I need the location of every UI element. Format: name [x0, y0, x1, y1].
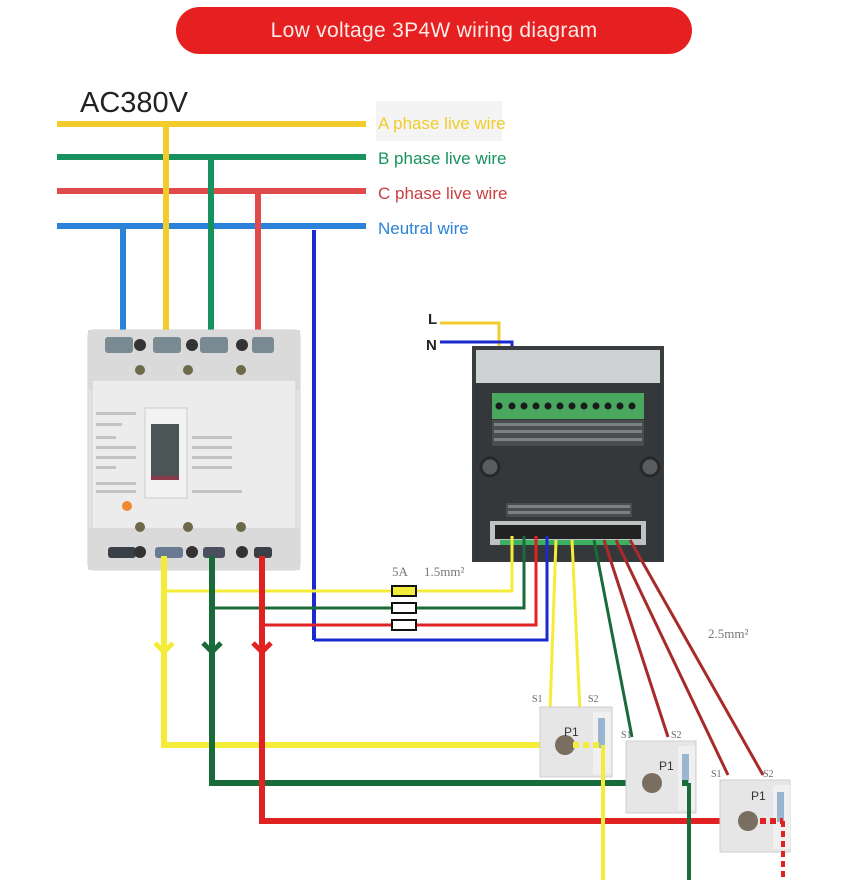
wire-label-c: C phase live wire	[378, 184, 507, 203]
terminal-top-n	[105, 337, 133, 353]
terminal-bottom-c	[254, 547, 272, 558]
load-outputs	[573, 742, 785, 880]
current-lead-gauge-label: 2.5mm²	[708, 626, 748, 641]
breaker-indicator	[122, 501, 132, 511]
fuse-rating-label: 5A	[392, 564, 409, 579]
voltage-leads	[164, 536, 549, 642]
current-transformer-c: P1 S1 S2	[711, 769, 791, 853]
terminal-top-c	[252, 337, 274, 353]
fuse-b	[391, 602, 417, 614]
breaker-output-lines	[153, 556, 760, 824]
label-highlight	[376, 101, 502, 141]
ct-a-s2-label: S2	[588, 694, 599, 705]
mount-screw-right	[639, 456, 661, 478]
terminal-bottom-a	[155, 547, 183, 558]
arrow-a-icon	[153, 641, 175, 656]
ct-b-primary-label: P1	[659, 759, 674, 773]
terminal-top-a	[153, 337, 181, 353]
terminal-top-b	[200, 337, 228, 353]
wire-label-a: A phase live wire	[378, 114, 506, 133]
wire-label-n: Neutral wire	[378, 219, 469, 238]
current-leads	[548, 539, 765, 776]
ct-c-primary-label: P1	[751, 789, 766, 803]
arrow-c-icon	[251, 641, 273, 656]
ct-a-s1-label: S1	[532, 694, 543, 705]
ct-c-s1-label: S1	[711, 769, 722, 780]
aux-neutral-label: N	[426, 337, 437, 354]
wire-label-b: B phase live wire	[378, 149, 507, 168]
breaker-toggle	[151, 424, 179, 480]
fuses	[391, 585, 417, 631]
aux-live-label: L	[428, 311, 437, 328]
supply-voltage-label: AC380V	[80, 87, 189, 119]
terminal-bottom-b	[203, 547, 225, 558]
ct-a-primary-label: P1	[564, 725, 579, 739]
current-transformer-a: P1 S1 S2	[532, 694, 613, 778]
arrow-b-icon	[201, 641, 223, 656]
diagram-title: Low voltage 3P4W wiring diagram	[176, 7, 692, 54]
fuse-a	[391, 585, 417, 597]
ct-b-s1-label: S1	[621, 730, 632, 741]
fuse-c	[391, 619, 417, 631]
voltage-lead-gauge-label: 1.5mm²	[424, 564, 464, 579]
breaker-input-drops	[120, 124, 316, 640]
ct-b-s2-label: S2	[671, 730, 682, 741]
current-transformer-b: P1 S1 S2	[621, 730, 697, 814]
terminal-bottom-n	[108, 547, 136, 558]
power-meter	[472, 346, 664, 562]
mount-screw-left	[479, 456, 501, 478]
ct-c-s2-label: S2	[763, 769, 774, 780]
circuit-breaker	[87, 329, 301, 571]
